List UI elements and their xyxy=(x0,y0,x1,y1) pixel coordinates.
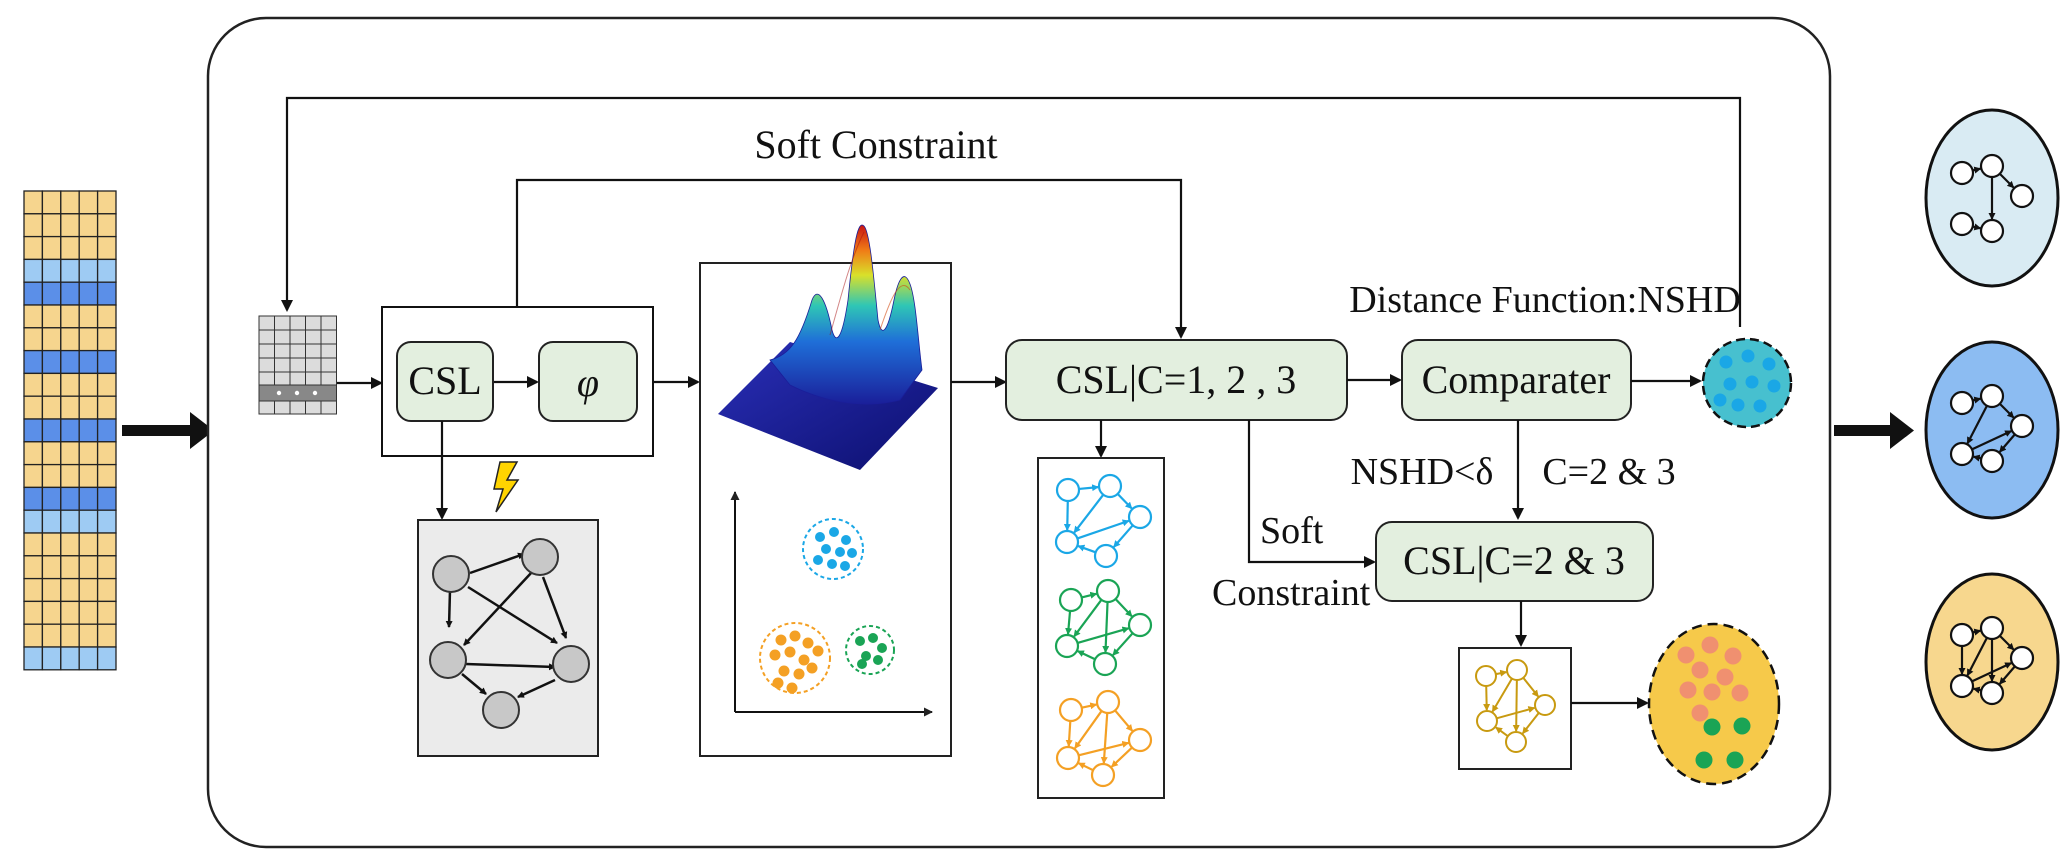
merged-cluster-ball xyxy=(1647,622,1781,786)
cluster-graph-2 xyxy=(1054,578,1153,677)
cyan-cluster-ball xyxy=(1701,337,1793,429)
soft-constraint-bottom-label-1: Soft xyxy=(1260,510,1324,552)
output-graph-3 xyxy=(1924,572,2060,752)
input-arrow xyxy=(122,412,214,449)
csl-c23-label: CSL|C=2 & 3 xyxy=(1403,538,1625,583)
cluster-scatter-plot xyxy=(730,491,933,717)
output-arrow xyxy=(1834,412,1914,449)
csl-c23-box[interactable] xyxy=(1375,521,1654,602)
csl-box[interactable] xyxy=(396,341,494,422)
comparater-label: Comparater xyxy=(1422,357,1611,402)
soft-constraint-bottom-label-2: Constraint xyxy=(1212,572,1371,614)
cluster-graph-1 xyxy=(1054,473,1153,569)
input-data-matrix xyxy=(23,190,117,671)
nshd-condition-label: NSHD<δ xyxy=(1351,451,1494,493)
density-surface-plot xyxy=(718,224,938,470)
distance-function-label: Distance Function:NSHD xyxy=(1349,279,1741,321)
phi-box[interactable] xyxy=(538,341,638,422)
merged-cluster-graph xyxy=(1475,659,1556,753)
lightning-icon xyxy=(493,461,520,513)
framework-container xyxy=(206,16,1832,849)
soft-constraint-bottom-arrow xyxy=(1247,420,1376,568)
feedback-loop-arrow xyxy=(281,96,1742,327)
output-graph-1 xyxy=(1924,108,2060,288)
c23-condition-label: C=2 & 3 xyxy=(1542,451,1675,493)
soft-constraint-top-arrow xyxy=(515,178,1187,339)
causal-graph xyxy=(429,538,590,729)
data-grid-icon xyxy=(258,315,337,415)
cluster-graph-3 xyxy=(1055,689,1153,788)
soft-constraint-top-label: Soft Constraint xyxy=(754,122,997,167)
output-graph-2 xyxy=(1924,340,2060,520)
csl-c123-label: CSL|C=1, 2 , 3 xyxy=(1056,357,1297,402)
phi-label: φ xyxy=(577,360,599,405)
csl-label: CSL xyxy=(408,358,481,403)
